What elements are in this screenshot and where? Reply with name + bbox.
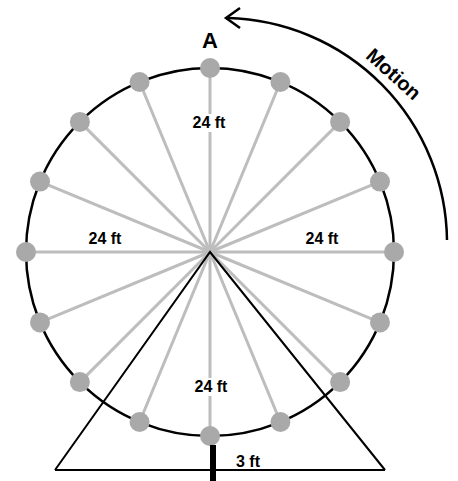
spoke	[209, 68, 212, 252]
spoke	[140, 82, 210, 252]
dimension-label: 3 ft	[234, 453, 262, 471]
spoke	[210, 252, 280, 422]
dimension-label: 24 ft	[193, 378, 230, 396]
spoke	[80, 252, 210, 382]
gondola	[16, 242, 36, 262]
platform-post	[210, 445, 216, 481]
motion-arrowhead	[226, 8, 240, 28]
gondola	[270, 412, 290, 432]
gondola	[200, 426, 220, 446]
ground-line	[55, 469, 385, 471]
motion-arrow	[228, 18, 447, 240]
support-legs	[55, 252, 385, 470]
gondola	[30, 172, 50, 192]
gondola	[30, 312, 50, 332]
gondola	[270, 72, 290, 92]
gondola	[370, 172, 390, 192]
gondola	[200, 58, 220, 78]
spoke	[26, 251, 210, 254]
spoke	[80, 122, 210, 252]
gondola	[130, 72, 150, 92]
dimension-label: 24 ft	[87, 230, 124, 248]
gondola	[70, 112, 90, 132]
gondola	[370, 312, 390, 332]
gondola	[330, 112, 350, 132]
gondola	[130, 412, 150, 432]
spoke	[210, 252, 340, 382]
point-label: A	[200, 29, 220, 53]
spoke	[210, 182, 380, 252]
spoke	[210, 251, 394, 254]
gondola	[70, 372, 90, 392]
spoke	[210, 122, 340, 252]
gondola	[330, 372, 350, 392]
dimension-label: 24 ft	[191, 114, 228, 132]
dimension-label: 24 ft	[304, 230, 341, 248]
spoke	[209, 252, 212, 436]
gondola	[384, 242, 404, 262]
